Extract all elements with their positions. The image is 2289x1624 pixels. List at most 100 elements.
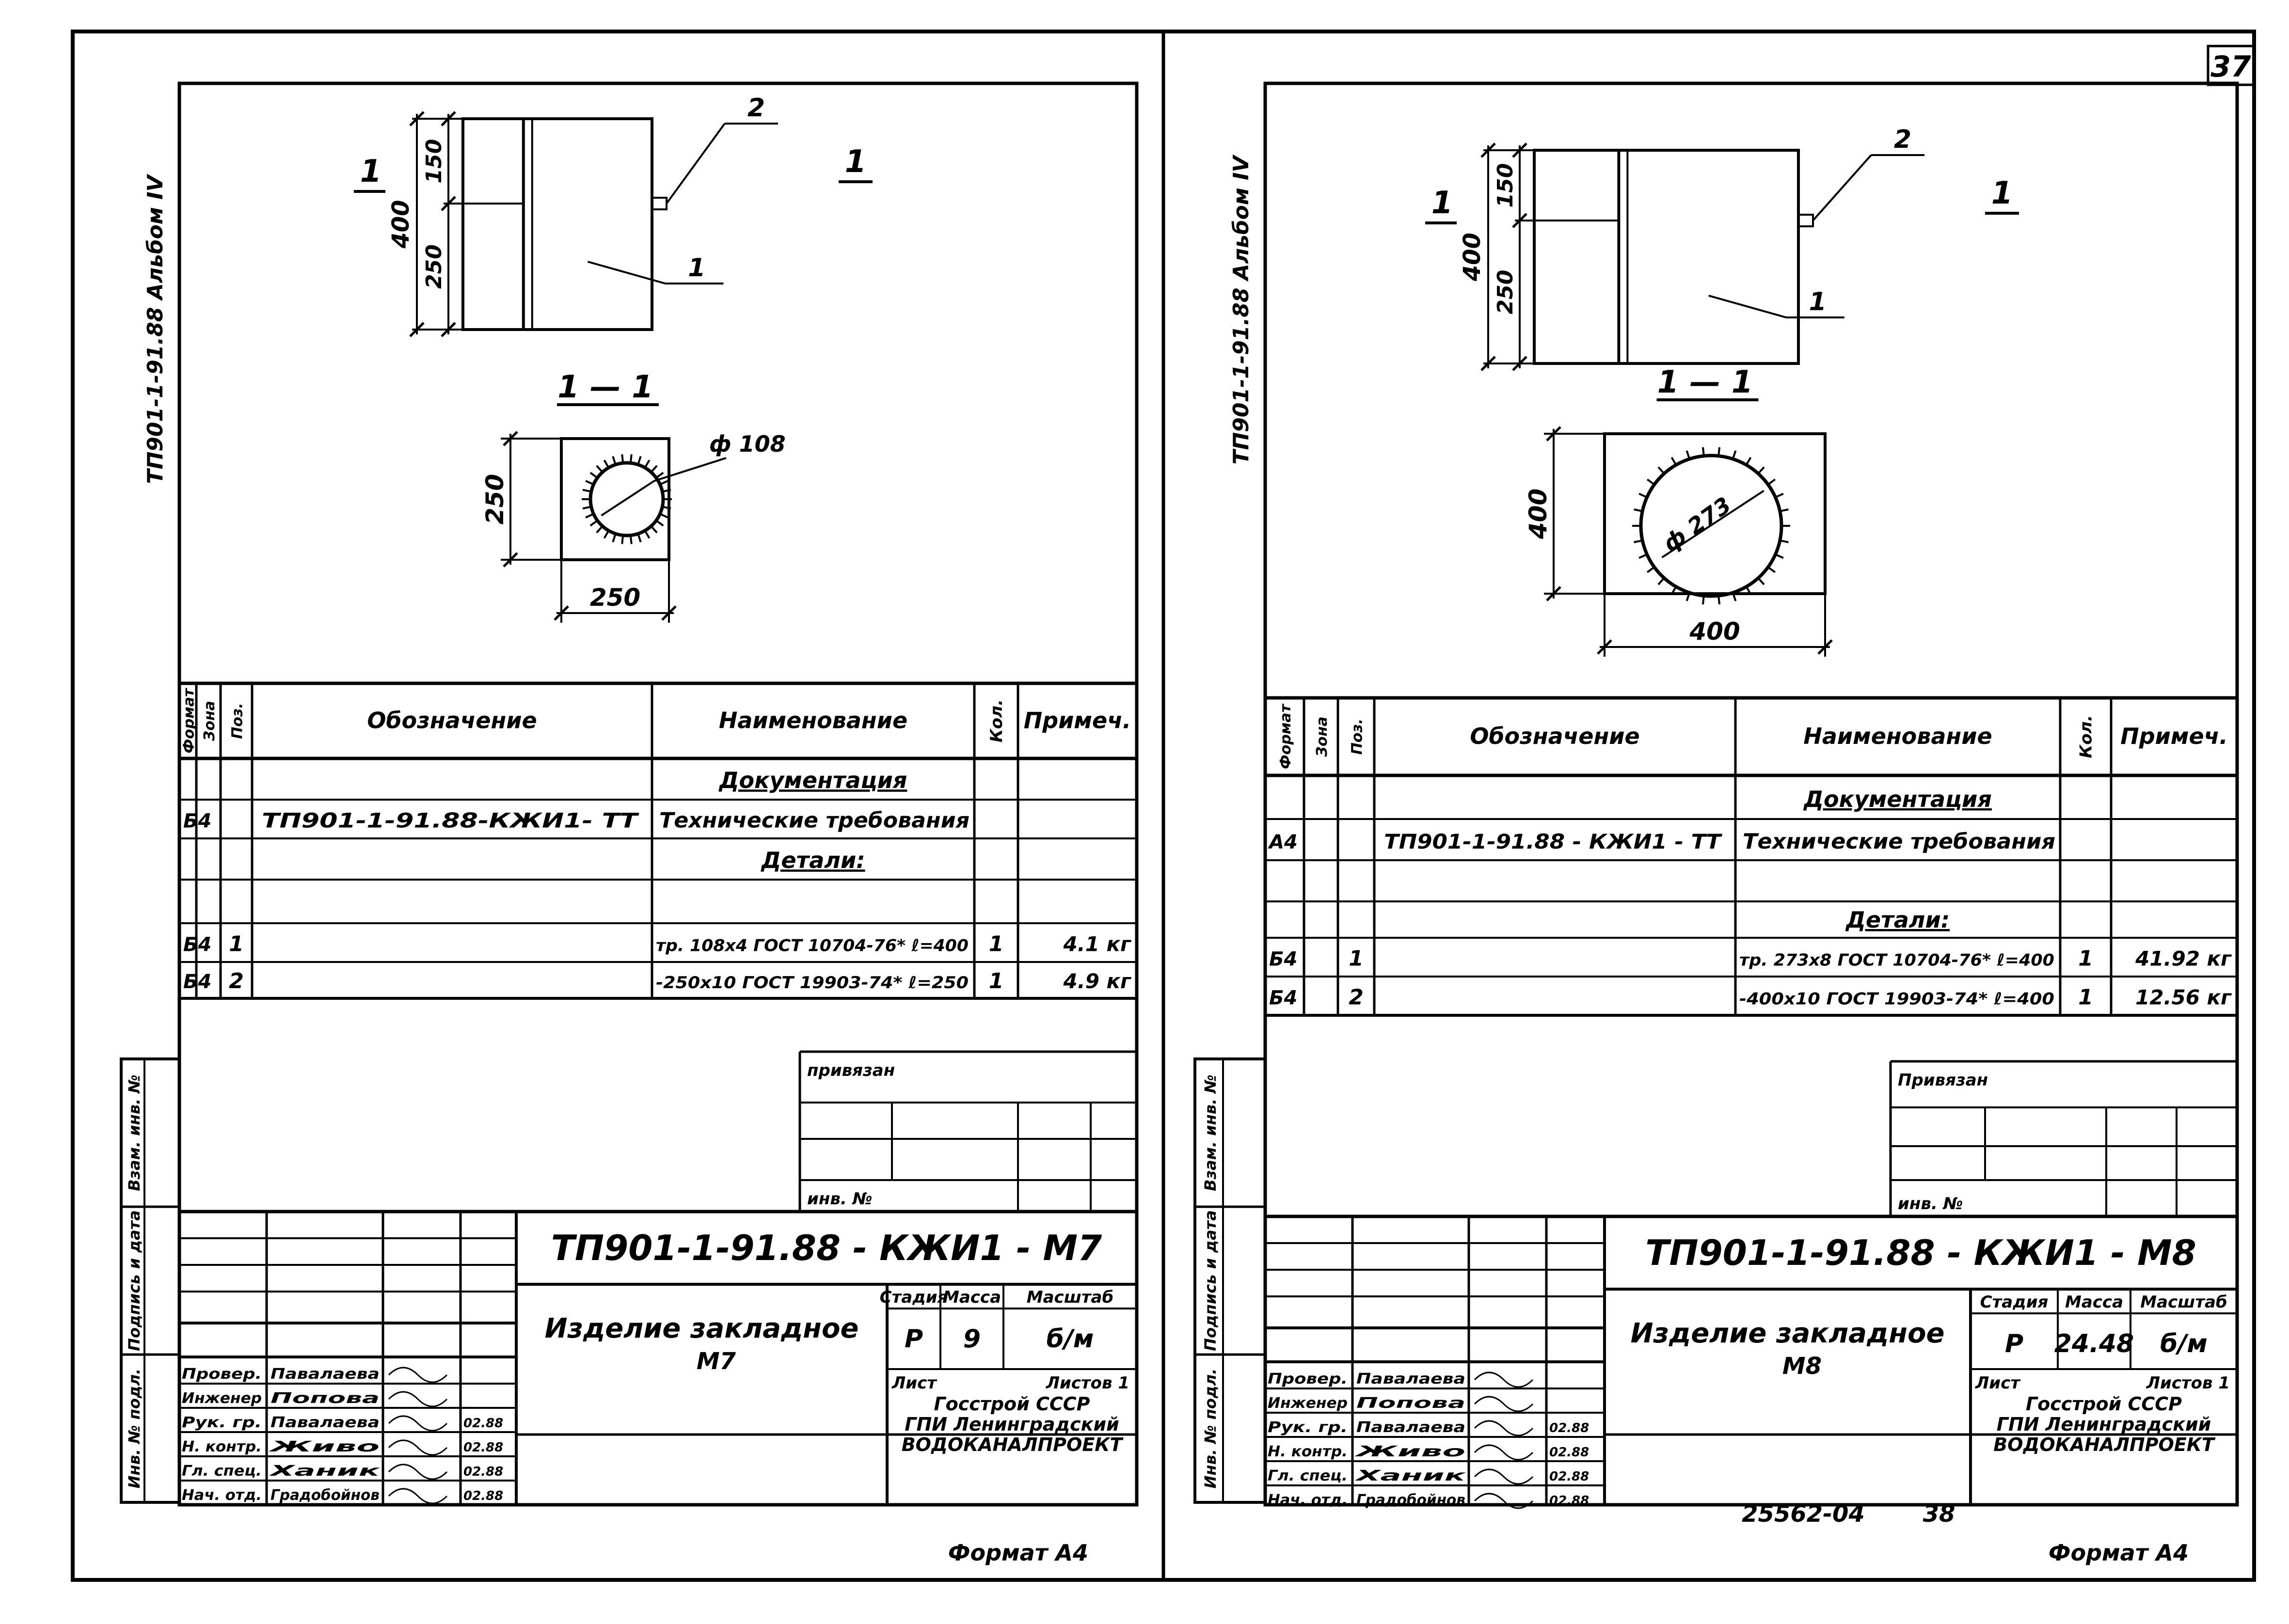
weld-tick [1634,508,1643,512]
weld-tick [1732,450,1737,459]
dim-tick [554,605,569,621]
dim-tick [1512,356,1527,371]
sheets-label: Листов 1 [1046,1373,1129,1393]
row-name-heading: Документация [1803,786,1992,812]
dim-tick [1480,142,1496,158]
row-designation: ТП901-1-91.88 - КЖИ1 - ТТ [1384,830,1723,853]
weld-tick [1638,553,1648,559]
weld-tick [621,535,624,544]
organization-line: Госстрой СССР [934,1393,1090,1415]
sheet-frame [177,81,1139,1507]
signer-row: Провер.Павалаева [182,1366,448,1383]
plate-outline [1533,149,1800,365]
binding-block: Привязан инв. № [1889,1060,2237,1216]
organization-line: ВОДОКАНАЛПРОЕКТ [902,1434,1124,1455]
header-format: Формат [1277,703,1294,769]
binding-label: Привязан [1898,1071,1988,1090]
section-title: 1 — 1 [1657,364,1753,400]
stud [651,197,668,210]
side-label-original-inv: Инв. № подл. [125,1369,143,1489]
section-mark-right: 1 [1991,175,2013,211]
dim-tick [503,431,518,446]
row-format: Б4 [1269,987,1297,1009]
binding-inv: инв. № [1898,1194,1963,1214]
scale-header: Масштаб [2140,1293,2227,1312]
dim-top: 150 [1493,163,1518,208]
weld-tick [1717,595,1721,605]
header-designation: Обозначение [1470,723,1639,749]
row-name-heading: Документация [718,767,907,793]
document-code: ТП901-1-91.88 - КЖИ1 - М8 [1645,1232,2196,1273]
signer-date: 02.88 [1549,1494,1589,1508]
signer-role: Н. контр. [182,1438,262,1455]
weld-tick [1701,447,1705,457]
signer-role: Провер. [182,1366,262,1383]
signer-name: Павалаева [270,1414,380,1431]
weld-tick [629,454,633,463]
pipe-diameter: ф 108 [709,431,786,457]
dim-tick [441,111,456,126]
weld-tick [1657,577,1665,585]
spec-row: Документация [718,767,907,793]
signer-date: 02.88 [1549,1469,1589,1484]
weld-tick [1757,577,1765,585]
weld-tick [1685,592,1691,601]
row-designation: ТП901-1-91.88-КЖИ1- ТТ [262,809,639,833]
dim-tick [441,196,456,211]
diameter-line [1661,489,1764,558]
row-qty: 1 [989,969,1004,993]
weld-tick [1670,586,1677,595]
signature-scribble [1474,1420,1534,1436]
signer-date: 02.88 [463,1440,503,1455]
dim-tick [1817,639,1833,655]
weld-tick [1634,539,1643,543]
dim-tick [409,322,425,337]
signature-scribble [1474,1396,1534,1412]
side-label-original-inv: Инв. № подл. [1201,1369,1220,1489]
mass-header: Масса [943,1288,1001,1307]
leader-line [587,261,666,284]
signer-date: 02.88 [463,1465,503,1479]
side-label-replaced-inv: Взам. инв. № [125,1074,143,1191]
weld-tick [1745,457,1752,466]
row-name: -400х10 ГОСТ 19903-74* ℓ=400 [1739,990,2054,1009]
row-name-heading: Детали: [1845,907,1950,933]
weld-tick [1646,478,1655,486]
dim-tick [1546,586,1561,601]
header-format: Формат [181,688,198,754]
row-note: 12.56 кг [2135,986,2232,1009]
dim-tick [1512,142,1527,158]
row-name: тр. 273х8 ГОСТ 10704-76* ℓ=400 [1739,951,2054,970]
callout-2: 2 [1894,125,1911,154]
weld-tick [603,530,610,539]
weld-tick [637,456,642,465]
weld-tick [659,513,668,519]
stud [1797,214,1814,227]
signature-scribble [388,1391,448,1407]
organization-line: ГПИ Ленинградский [1997,1414,2211,1435]
weld-tick [655,472,664,479]
signature-scribble [1474,1493,1534,1509]
dim-tick [661,605,677,621]
item-mark: М8 [1782,1353,1822,1380]
weld-tick [596,525,604,534]
signature-scribble [388,1415,448,1432]
binding-label: привязан [807,1061,895,1080]
format-label: Формат А4 [2049,1540,2189,1566]
dim-total: 400 [387,200,414,249]
document-code: ТП901-1-91.88 - КЖИ1 - М7 [551,1228,1102,1268]
signer-role: Инженер [1268,1395,1348,1412]
signer-date: 02.88 [463,1489,503,1503]
